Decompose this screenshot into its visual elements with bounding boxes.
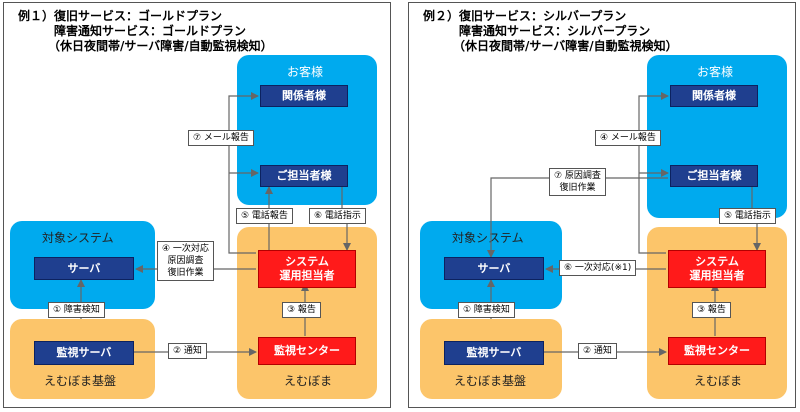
server-box: サーバ	[444, 257, 544, 280]
system-operator-box: システム 運用担当者	[668, 250, 766, 288]
customer-title: お客様	[287, 65, 324, 79]
operator-line-2: 運用担当者	[689, 269, 745, 282]
platform-title: えむぼま基盤	[454, 374, 527, 388]
contacts-box: 関係者様	[670, 85, 758, 107]
panel-example-1: 例１）復旧サービス：ゴールドプラン 障害通知サービス：ゴールドプラン （休日夜間…	[3, 2, 391, 408]
monitor-server-box: 監視サーバ	[444, 341, 544, 365]
customer-region	[647, 55, 787, 218]
heading-line-1: 例１）復旧サービス：ゴールドプラン	[18, 9, 223, 23]
operator-line-1: システム	[285, 255, 329, 268]
step-6-label: ⑥ 一次対応(※1)	[559, 260, 637, 276]
step-3-label: ③ 報告	[692, 302, 731, 318]
step-2-label: ② 通知	[168, 343, 207, 359]
panel-2-heading: 例２）復旧サービス：シルバープラン 障害通知サービス：シルバープラン （休日夜間…	[423, 9, 678, 54]
heading-line-1: 例２）復旧サービス：シルバープラン	[423, 9, 627, 23]
heading-line-2: 障害通知サービス：シルバープラン	[423, 24, 651, 38]
step-2-label: ② 通知	[578, 343, 617, 359]
step-4-label: ④ メール報告	[595, 130, 661, 146]
customer-title: お客様	[697, 65, 734, 79]
step-5-label: ⑤ 電話報告	[236, 208, 293, 224]
monitor-server-box: 監視サーバ	[34, 341, 134, 365]
monitoring-center-box: 監視センター	[258, 337, 356, 365]
heading-line-3: （休日夜間帯/サーバ障害/自動監視検知）	[18, 39, 273, 53]
system-operator-box: システム 運用担当者	[258, 250, 356, 288]
contacts-box: 関係者様	[260, 85, 348, 107]
step-5-label: ⑤ 電話指示	[719, 208, 776, 224]
panel-example-2: 例２）復旧サービス：シルバープラン 障害通知サービス：シルバープラン （休日夜間…	[408, 2, 796, 408]
person-in-charge-box: ご担当者様	[260, 165, 348, 187]
heading-line-2: 障害通知サービス：ゴールドプラン	[18, 24, 247, 38]
step-4-label: ④ 一次対応 原因調査 復旧作業	[157, 241, 214, 281]
heading-line-3: （休日夜間帯/サーバ障害/自動監視検知）	[423, 39, 678, 53]
monitoring-center-box: 監視センター	[668, 337, 766, 365]
step-7-label: ⑦ メール報告	[188, 130, 254, 146]
panel-1-heading: 例１）復旧サービス：ゴールドプラン 障害通知サービス：ゴールドプラン （休日夜間…	[18, 9, 273, 54]
embot-title: えむぼま	[694, 374, 743, 388]
embot-title: えむぼま	[284, 374, 333, 388]
person-in-charge-box: ご担当者様	[670, 165, 758, 187]
operator-line-2: 運用担当者	[279, 269, 335, 282]
step-6-label: ⑥ 電話指示	[309, 208, 366, 224]
target-system-title: 対象システム	[452, 231, 524, 245]
target-system-title: 対象システム	[42, 231, 114, 245]
step-3-label: ③ 報告	[282, 302, 321, 318]
server-box: サーバ	[34, 257, 134, 280]
step-7-label: ⑦ 原因調査 復旧作業	[549, 168, 606, 196]
platform-title: えむぼま基盤	[44, 374, 117, 388]
step-1-label: ① 障害検知	[48, 302, 105, 318]
operator-line-1: システム	[695, 255, 739, 268]
step-1-label: ① 障害検知	[458, 302, 515, 318]
